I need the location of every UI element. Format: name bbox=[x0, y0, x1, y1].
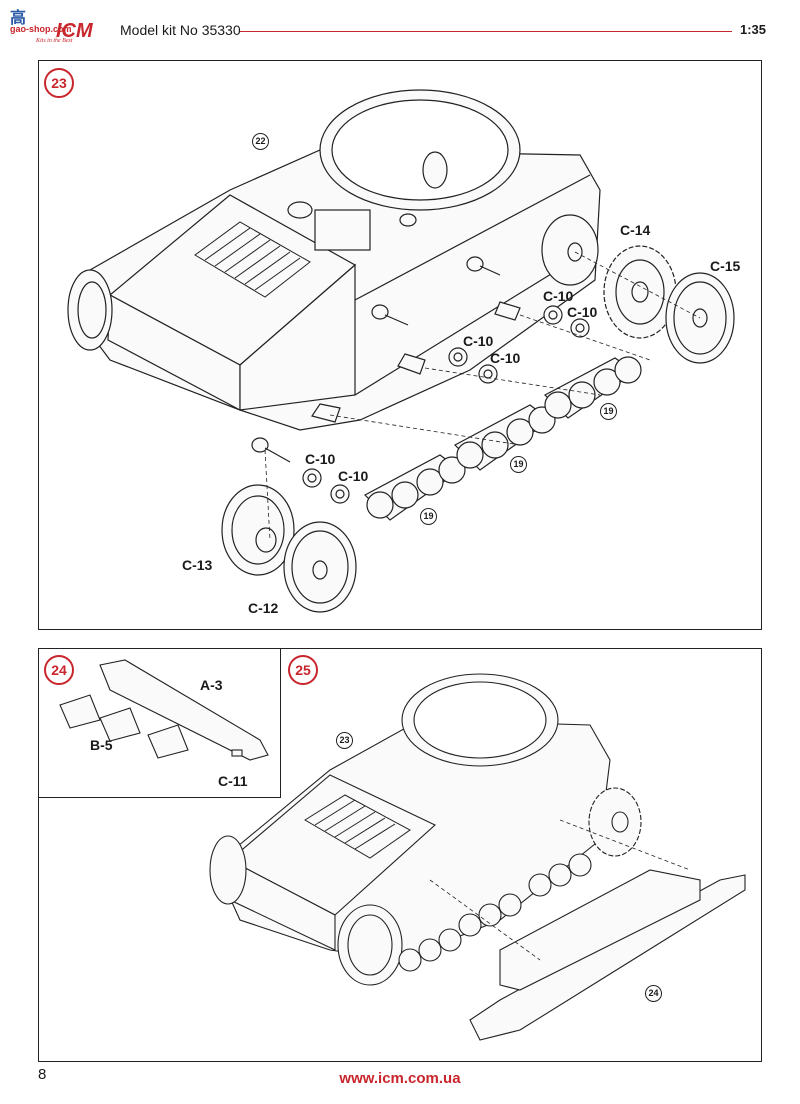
logo-site: gao-shop.com bbox=[10, 24, 72, 34]
model-kit-title: Model kit No 35330 bbox=[120, 22, 241, 38]
step-23-number: 23 bbox=[44, 68, 74, 98]
label-c10-c: C-10 bbox=[463, 333, 494, 349]
label-c10-a: C-10 bbox=[543, 288, 574, 304]
label-b5: B-5 bbox=[90, 737, 113, 753]
label-c10-e: C-10 bbox=[305, 451, 336, 467]
label-c10-f: C-10 bbox=[338, 468, 369, 484]
page-number: 8 bbox=[38, 1066, 47, 1083]
logo-cn-text: 高 bbox=[10, 10, 27, 27]
label-c12: C-12 bbox=[248, 600, 279, 616]
step-24-number: 24 bbox=[44, 655, 74, 685]
footer-url[interactable]: www.icm.com.ua bbox=[339, 1070, 461, 1087]
ref-step-22: 22 bbox=[252, 133, 269, 150]
step-25-panel bbox=[38, 648, 762, 1062]
scale-label: 1:35 bbox=[740, 22, 767, 37]
header-rule bbox=[240, 31, 732, 32]
step-25-number: 25 bbox=[288, 655, 318, 685]
label-c11: C-11 bbox=[218, 773, 248, 789]
label-a3: A-3 bbox=[200, 677, 223, 693]
icm-logo: 高 gao-shop.com ICM Kits in the Best bbox=[6, 4, 118, 44]
step-23-panel bbox=[38, 60, 762, 630]
ref-step-23: 23 bbox=[336, 732, 353, 749]
label-c10-b: C-10 bbox=[567, 304, 598, 320]
ref-part-19-c: 19 bbox=[420, 508, 437, 525]
logo-brand: ICM bbox=[56, 20, 93, 42]
label-c15: C-15 bbox=[710, 258, 741, 274]
logo-tagline: Kits in the Best bbox=[36, 38, 73, 44]
label-c13: C-13 bbox=[182, 557, 213, 573]
ref-part-19-a: 19 bbox=[600, 403, 617, 420]
ref-part-19-b: 19 bbox=[510, 456, 527, 473]
label-c10-d: C-10 bbox=[490, 350, 521, 366]
ref-part-24: 24 bbox=[645, 985, 662, 1002]
label-c14: C-14 bbox=[620, 222, 651, 238]
